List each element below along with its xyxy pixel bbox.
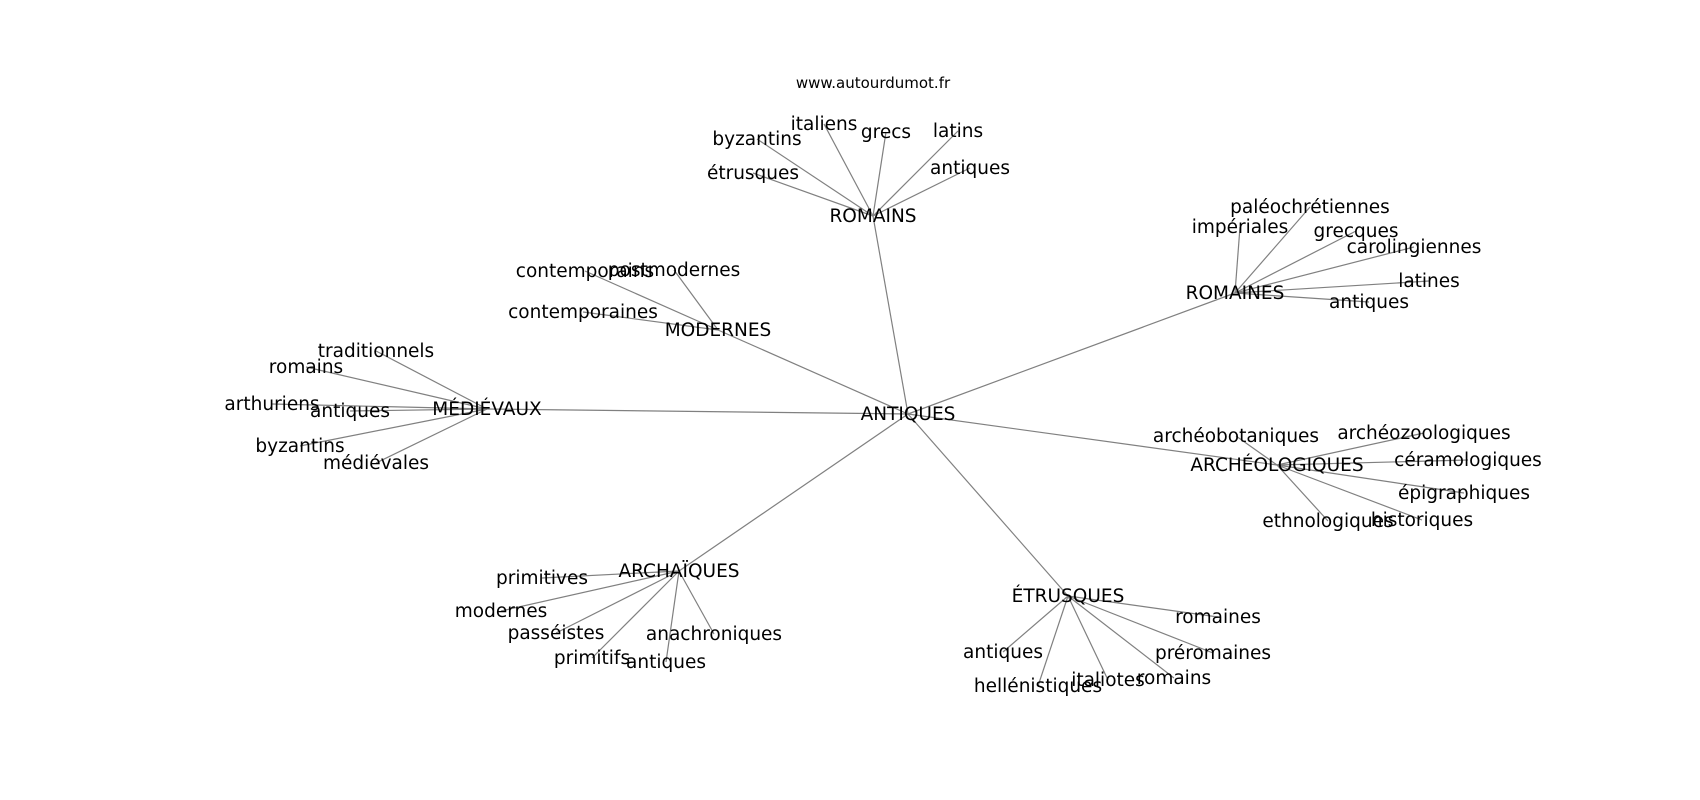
leaf-node-romains-0[interactable]: italiens (791, 114, 858, 135)
edge-etrusques-3 (1067, 595, 1109, 681)
group-node-modernes[interactable]: MODERNES (665, 320, 772, 341)
edge-modernes-2 (582, 311, 719, 331)
leaf-node-modernes-0[interactable]: contemporains (516, 261, 654, 282)
edge-modernes-0 (584, 270, 719, 331)
site-watermark[interactable]: www.autourdumot.fr (796, 74, 951, 92)
leaf-node-archeologiques-5[interactable]: historiques (1371, 510, 1473, 531)
group-node-romains[interactable]: ROMAINS (829, 206, 916, 227)
edge-archeologiques-5 (1276, 464, 1423, 521)
edge-romains-0 (823, 123, 874, 217)
leaf-node-modernes-2[interactable]: contemporaines (508, 302, 658, 323)
leaf-node-romains-3[interactable]: byzantins (712, 129, 801, 150)
group-node-etrusques[interactable]: ÉTRUSQUES (1012, 585, 1125, 607)
edge-archaiques-0 (541, 570, 680, 579)
leaf-node-etrusques-3[interactable]: italiotes (1071, 670, 1145, 691)
group-node-archeologiques[interactable]: ARCHÉOLOGIQUES (1190, 454, 1363, 476)
edge-center-modernes (717, 329, 909, 415)
edge-center-etrusques (907, 413, 1069, 597)
edge-archaiques-5 (665, 570, 680, 663)
edge-etrusques-2 (1002, 595, 1069, 653)
leaf-node-archaiques-5[interactable]: antiques (626, 652, 706, 673)
edge-modernes-1 (673, 269, 719, 331)
leaf-node-etrusques-2[interactable]: antiques (963, 642, 1043, 663)
edge-romains-4 (872, 167, 971, 217)
edge-medievaux-5 (375, 408, 488, 464)
edge-romaines-4 (1234, 280, 1430, 294)
edge-romaines-0 (1234, 206, 1311, 294)
edge-etrusques-4 (1067, 595, 1175, 679)
edge-medievaux-4 (299, 408, 488, 447)
edge-medievaux-0 (375, 350, 488, 410)
edge-center-archaiques (678, 413, 909, 572)
edge-archaiques-3 (678, 570, 715, 635)
edge-romaines-5 (1234, 292, 1370, 303)
leaf-node-medievaux-1[interactable]: romains (269, 357, 343, 378)
edge-archaiques-4 (591, 570, 680, 659)
edge-romains-3 (756, 138, 874, 217)
leaf-node-archaiques-1[interactable]: modernes (455, 601, 548, 622)
leaf-node-modernes-1[interactable]: postmodernes (608, 260, 740, 281)
center-node[interactable]: ANTIQUES (861, 404, 956, 425)
leaf-node-archeologiques-2[interactable]: céramologiques (1394, 450, 1542, 471)
leaf-node-archeologiques-0[interactable]: archéobotaniques (1153, 426, 1319, 447)
leaf-node-romaines-4[interactable]: latines (1398, 271, 1460, 292)
leaf-node-romains-4[interactable]: antiques (930, 158, 1010, 179)
edge-romaines-2 (1234, 230, 1357, 294)
leaf-node-romains-1[interactable]: grecs (861, 122, 911, 143)
leaf-node-romaines-3[interactable]: carolingiennes (1347, 237, 1482, 258)
leaf-node-archeologiques-1[interactable]: archéozoologiques (1337, 423, 1510, 444)
leaf-node-romains-5[interactable]: étrusques (707, 163, 799, 184)
leaf-node-medievaux-5[interactable]: médiévales (323, 453, 429, 474)
edge-romaines-1 (1234, 226, 1241, 294)
group-node-archaiques[interactable]: ARCHAÏQUES (618, 561, 739, 582)
leaf-node-archeologiques-3[interactable]: épigraphiques (1398, 483, 1530, 504)
edge-archeologiques-1 (1276, 432, 1425, 466)
graph-edges (271, 123, 1469, 687)
leaf-node-etrusques-5[interactable]: hellénistiques (974, 676, 1102, 697)
leaf-node-etrusques-0[interactable]: romaines (1175, 607, 1261, 628)
edge-etrusques-5 (1037, 595, 1069, 687)
edge-archaiques-1 (500, 570, 680, 612)
leaf-node-romaines-1[interactable]: impériales (1192, 217, 1289, 238)
edge-archeologiques-2 (1276, 459, 1469, 466)
leaf-node-archaiques-4[interactable]: primitifs (554, 648, 630, 669)
edge-archaiques-2 (555, 570, 680, 634)
edge-medievaux-2 (271, 403, 488, 410)
group-node-medievaux[interactable]: MÉDIÉVAUX (432, 398, 542, 420)
leaf-node-romaines-5[interactable]: antiques (1329, 292, 1409, 313)
group-node-romaines[interactable]: ROMAINES (1186, 283, 1285, 304)
edge-archeologiques-4 (1276, 464, 1329, 522)
leaf-node-etrusques-1[interactable]: préromaines (1155, 643, 1271, 664)
edge-etrusques-1 (1067, 595, 1214, 654)
edge-archeologiques-0 (1235, 435, 1278, 466)
edge-center-romains (872, 215, 909, 415)
edge-romaines-3 (1234, 246, 1415, 294)
edge-medievaux-1 (305, 366, 488, 410)
edge-medievaux-3 (349, 408, 488, 412)
edge-etrusques-0 (1067, 595, 1219, 618)
edge-center-medievaux (486, 408, 909, 415)
leaf-node-romains-2[interactable]: latins (933, 121, 983, 142)
leaf-node-medievaux-3[interactable]: antiques (310, 401, 390, 422)
leaf-node-archaiques-2[interactable]: passéistes (508, 623, 605, 644)
leaf-node-medievaux-4[interactable]: byzantins (255, 436, 344, 457)
leaf-node-medievaux-0[interactable]: traditionnels (318, 341, 434, 362)
edge-center-archeologiques (907, 413, 1278, 466)
leaf-node-romaines-0[interactable]: paléochrétiennes (1230, 197, 1390, 218)
leaf-node-archeologiques-4[interactable]: ethnologiques (1262, 511, 1393, 532)
edge-romains-2 (872, 130, 959, 217)
leaf-node-romaines-2[interactable]: grecques (1314, 221, 1399, 242)
edge-center-romaines (907, 292, 1236, 415)
edge-romains-1 (872, 131, 887, 217)
edge-archeologiques-3 (1276, 464, 1465, 494)
leaf-node-medievaux-2[interactable]: arthuriens (224, 394, 319, 415)
edge-romains-5 (752, 172, 874, 217)
leaf-node-etrusques-4[interactable]: romains (1137, 668, 1211, 689)
leaf-node-archaiques-0[interactable]: primitives (496, 568, 588, 589)
leaf-node-archaiques-3[interactable]: anachroniques (646, 624, 782, 645)
